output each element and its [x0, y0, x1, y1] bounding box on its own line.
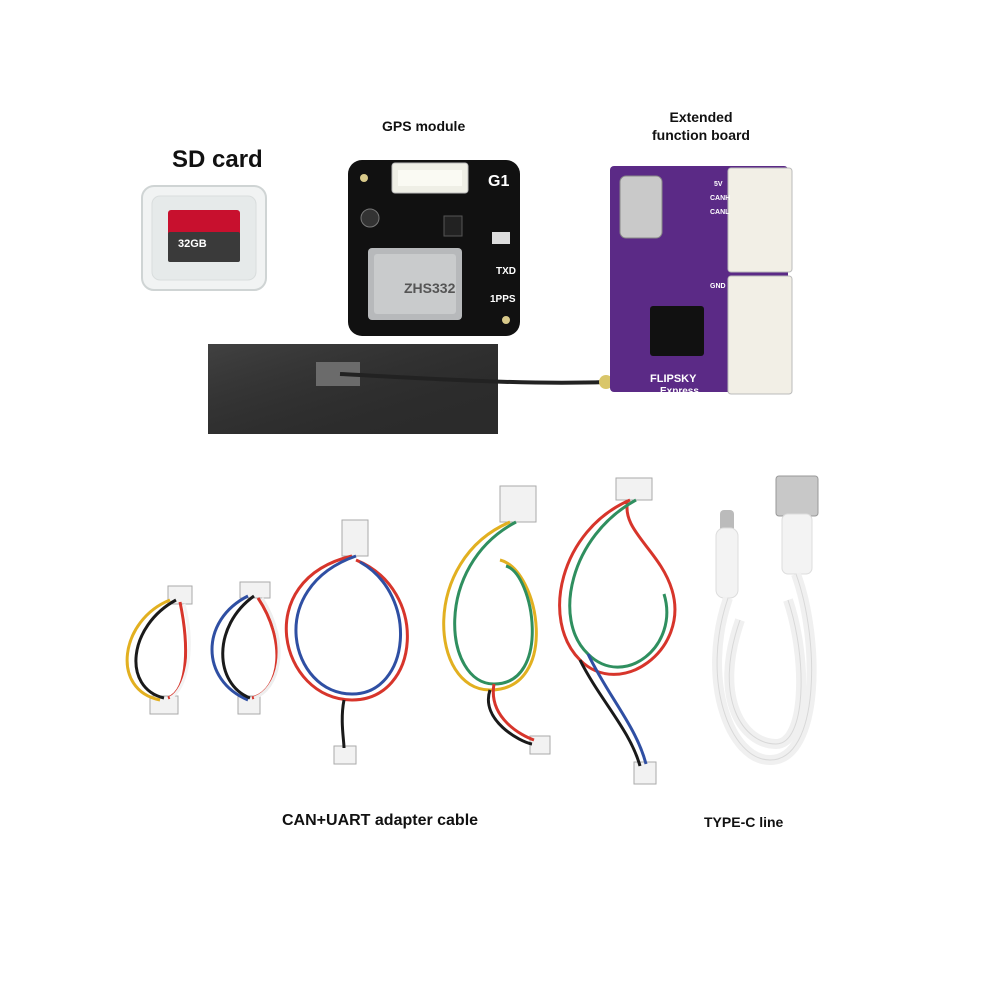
gps-1pps-text: 1PPS [490, 294, 516, 305]
function-board-icon: 5V CANH CANL GND FLIPSKY Express [610, 166, 793, 397]
antenna-icon [208, 344, 613, 434]
sd-capacity-text: 32GB [178, 238, 207, 250]
sd-card-label: SD card [172, 146, 263, 173]
function-board-label: Extended function board [636, 108, 766, 144]
gps-board-id: G1 [488, 173, 509, 190]
gps-chip-text: ZHS332 [404, 280, 456, 296]
pin-canh-text: CANH [710, 195, 730, 202]
type-c-cable-label: TYPE-C line [704, 814, 784, 830]
pin-canl-text: CANL [710, 209, 730, 216]
sd-card-icon: 32GB [141, 185, 267, 291]
cable-icon [125, 477, 677, 785]
board-brand-text: FLIPSKY [650, 373, 697, 385]
function-board-label-line1: Extended [669, 109, 733, 125]
pin-5v-text: 5V [714, 181, 723, 188]
board-model-text: Express [660, 386, 699, 397]
gps-txd-text: TXD [496, 266, 516, 277]
pin-gnd-text: GND [710, 283, 726, 290]
usb-c-cable-icon [712, 475, 819, 766]
can-uart-cable-label: CAN+UART adapter cable [282, 812, 479, 829]
gps-module-label: GPS module [382, 118, 466, 134]
function-board-label-line2: function board [652, 127, 750, 143]
gps-module-icon: ZHS332 G1 TXD 1PPS [348, 160, 520, 336]
